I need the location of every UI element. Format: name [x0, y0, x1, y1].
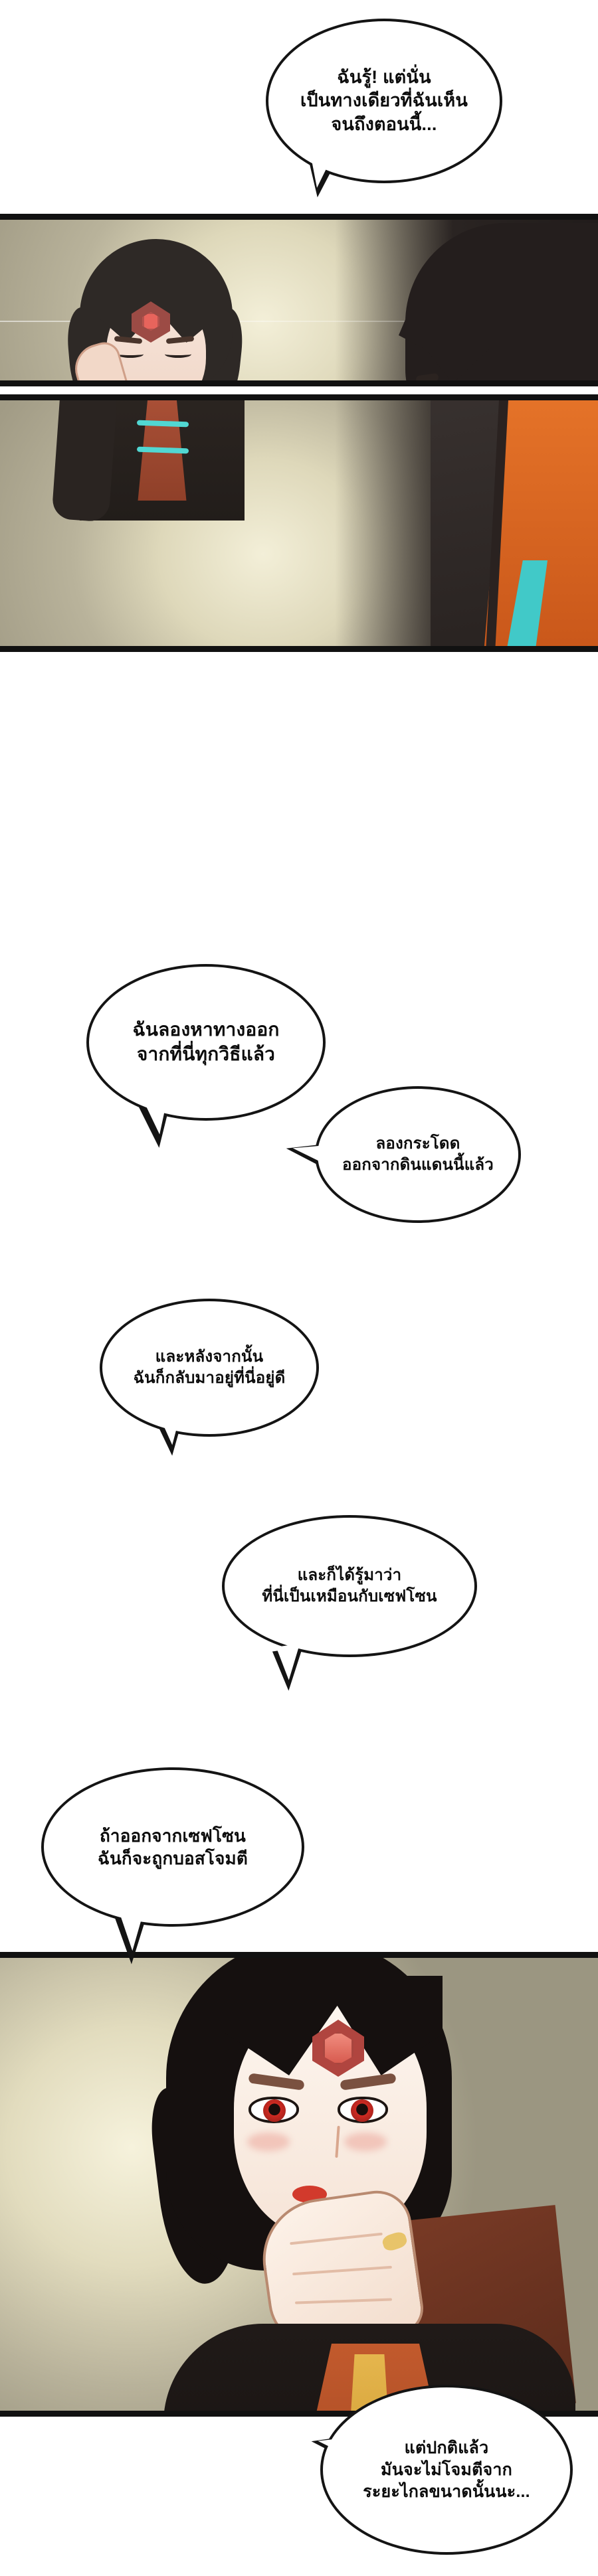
woman-iris-right: [351, 2099, 373, 2122]
panel-2-bottom-border: [0, 2411, 598, 2417]
speech-bubble-2: ฉันลองหาทางออก จากที่นี่ทุกวิธีแล้ว: [86, 964, 326, 1121]
speech-bubble-6-line-2: ฉันก็จะถูกบอสโจมตี: [98, 1848, 248, 1868]
speech-bubble-7: แต่ปกติแล้ว มันจะไม่โจมตีจาก ระยะไกลขนาด…: [320, 2385, 573, 2555]
woman-iris-left: [263, 2099, 286, 2122]
speech-bubble-7-line-3: ระยะไกลขนาดนั้นนะ...: [363, 2482, 530, 2501]
speech-bubble-2-line-2: จากที่นี่ทุกวิธีแล้ว: [136, 1044, 276, 1064]
speech-bubble-7-line-1: แต่ปกติแล้ว: [404, 2438, 489, 2457]
speech-bubble-3-line-2: ออกจากดินแดนนี้แล้ว: [342, 1156, 494, 1174]
speech-bubble-1-line-1: ฉันรู้! แต่นั่น: [337, 66, 431, 87]
woman-eye-right-closed: [165, 351, 191, 358]
speech-bubble-7-tail-fill: [316, 2434, 349, 2456]
panel-1-top-border: [0, 214, 598, 220]
panel-1: [0, 214, 598, 386]
speech-bubble-4-line-2: ฉันก็กลับมาอยู่ที่นี่อยู่ดี: [133, 1369, 286, 1387]
panel-2-top-border: [0, 1952, 598, 1958]
speech-bubble-4: และหลังจากนั้น ฉันก็กลับมาอยู่ที่นี่อยู่…: [100, 1299, 319, 1437]
speech-bubble-1: ฉันรู้! แต่นั่น เป็นทางเดียวที่ฉันเห็น จ…: [266, 19, 502, 183]
speech-bubble-3: ลองกระโดด ออกจากดินแดนนี้แล้ว: [315, 1086, 521, 1223]
speech-bubble-2-line-1: ฉันลองหาทางออก: [132, 1019, 280, 1040]
speech-bubble-1-line-2: เป็นทางเดียวที่ฉันเห็น: [300, 90, 468, 111]
speech-bubble-6: ถ้าออกจากเซฟโซน ฉันก็จะถูกบอสโจมตี: [41, 1767, 304, 1927]
panel-2: [0, 1952, 598, 2417]
speech-bubble-6-line-1: ถ้าออกจากเซฟโซน: [99, 1825, 246, 1846]
woman-blush-left: [247, 2133, 290, 2151]
speech-bubble-1-line-3: จนถึงตอนนี้...: [331, 114, 437, 134]
woman-blush-right: [344, 2133, 387, 2151]
panel-1-lower-bottom-border: [0, 646, 598, 652]
panel-1-lower: [0, 394, 598, 652]
speech-bubble-5: และก็ได้รู้มาว่า ที่นี่เป็นเหมือนกับเซฟโ…: [222, 1515, 477, 1657]
speech-bubble-3-line-1: ลองกระโดด: [375, 1135, 460, 1153]
woman-eye-left-closed: [117, 351, 144, 358]
woman-arm-lower: [51, 394, 120, 523]
speech-bubble-7-line-2: มันจะไม่โจมตีจาก: [381, 2460, 512, 2479]
speech-bubble-6-tail-fill: [118, 1908, 150, 1952]
speech-bubble-5-line-2: ที่นี่เป็นเหมือนกับเซฟโซน: [262, 1587, 437, 1605]
speech-bubble-5-line-1: และก็ได้รู้มาว่า: [297, 1566, 402, 1585]
panel-1-floor-line: [0, 321, 598, 323]
speech-bubble-4-line-1: และหลังจากนั้น: [155, 1348, 264, 1366]
panel-1-bottom-border: [0, 380, 598, 386]
speech-bubble-5-tail-fill: [276, 1643, 305, 1682]
panel-1-lower-top-border: [0, 394, 598, 400]
